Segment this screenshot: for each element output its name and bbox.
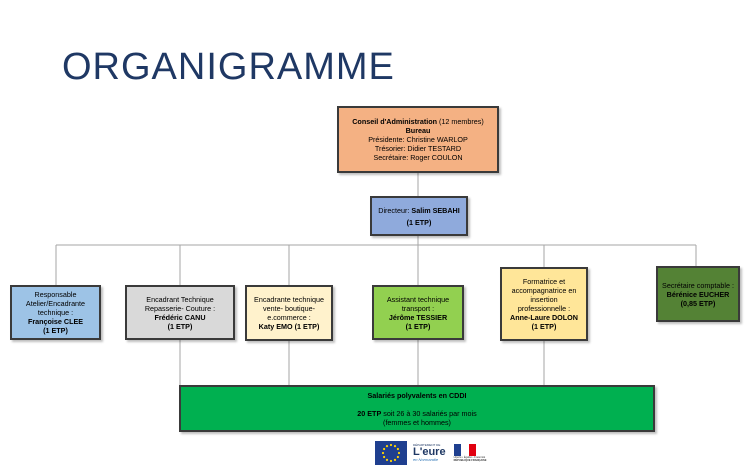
staff-box-atelier: Responsable Atelier/Encadrante technique…: [10, 285, 101, 340]
council-title: Conseil d'Administration: [352, 117, 438, 126]
staff-box-transport: Assistant technique transport : Jérôme T…: [372, 285, 464, 340]
director-box: Directeur: Salim SEBAHI (1 ETP): [370, 196, 468, 236]
staff-role: insertion: [530, 295, 558, 304]
staff-role: Encadrante technique: [254, 295, 324, 304]
staff-role: Atelier/Encadrante: [25, 299, 86, 308]
eure-logo: DÉPARTEMENT DE L'eure en Normandie: [413, 442, 446, 462]
director-label: Directeur:: [378, 205, 412, 215]
staff-box-formatrice: Formatrice et accompagnatrice en inserti…: [500, 267, 588, 341]
council-treasurer: Trésorier: Didier TESTARD: [374, 144, 462, 153]
page-title: ORGANIGRAMME: [62, 46, 395, 88]
staff-role: Repasserie- Couture :: [144, 303, 216, 313]
staff-name: Jérôme TESSIER: [388, 312, 448, 322]
staff-role: technique :: [37, 308, 74, 317]
council-members: (12 membres): [437, 117, 484, 126]
staff-name: Frédéric CANU: [154, 312, 206, 322]
staff-role: accompagnatrice en: [511, 286, 577, 295]
staff-etp: (1 ETP): [43, 326, 68, 335]
staff-box-secretaire: Secrétaire comptable : Bérénice EUCHER (…: [656, 266, 740, 322]
staff-role: Encadrant Technique: [146, 294, 214, 304]
council-box: Conseil d'Administration (12 membres) Bu…: [337, 106, 499, 173]
director-name: Salim SEBAHI: [411, 205, 460, 215]
staff-etp: (1 ETP): [167, 321, 193, 331]
staff-box-vente: Encadrante technique vente- boutique- e.…: [245, 285, 333, 341]
director-etp: (1 ETP): [406, 217, 432, 227]
council-president: Présidente: Christine WARLOP: [368, 135, 468, 144]
staff-role: Secrétaire comptable :: [662, 280, 734, 290]
footer-logos: DÉPARTEMENT DE L'eure en Normandie Liber…: [375, 439, 486, 466]
staff-role: Responsable: [34, 290, 77, 299]
staff-name: Bérénice EUCHER: [666, 289, 730, 299]
staff-role: e.commerce :: [267, 313, 311, 322]
staff-name: Anne-Laure DOLON: [510, 313, 578, 322]
staff-etp: (1 ETP): [531, 322, 557, 331]
council-bureau: Bureau: [405, 126, 431, 135]
staff-role: Assistant technique: [386, 294, 450, 304]
staff-etp: (0,85 ETP): [680, 298, 716, 308]
cddi-box: Salariés polyvalents en CDDI 20 ETP soit…: [179, 385, 655, 432]
staff-name: Françoise CLEE: [27, 317, 84, 326]
cddi-note: (femmes et hommes): [383, 418, 451, 427]
eu-flag-logo: [375, 440, 407, 465]
staff-role: professionnelle :: [517, 304, 571, 313]
staff-role: Formatrice et: [522, 277, 566, 286]
staff-role: vente- boutique-: [263, 304, 315, 313]
cddi-etp: 20 ETP: [357, 409, 382, 418]
marianne-icon: [453, 443, 476, 456]
staff-etp: (1 ETP): [405, 321, 431, 331]
staff-role: transport :: [401, 303, 435, 313]
staff-name: Katy EMO (1 ETP): [258, 322, 320, 331]
republique-francaise-logo: Liberté • Égalité • Fraternité RÉPUBLIQU…: [453, 443, 486, 462]
staff-box-repasserie: Encadrant Technique Repasserie- Couture …: [125, 285, 235, 340]
cddi-title: Salariés polyvalents en CDDI: [367, 391, 467, 400]
council-secretary: Secrétaire: Roger COULON: [373, 153, 463, 162]
cddi-count: soit 26 à 30 salariés par mois: [381, 409, 477, 418]
